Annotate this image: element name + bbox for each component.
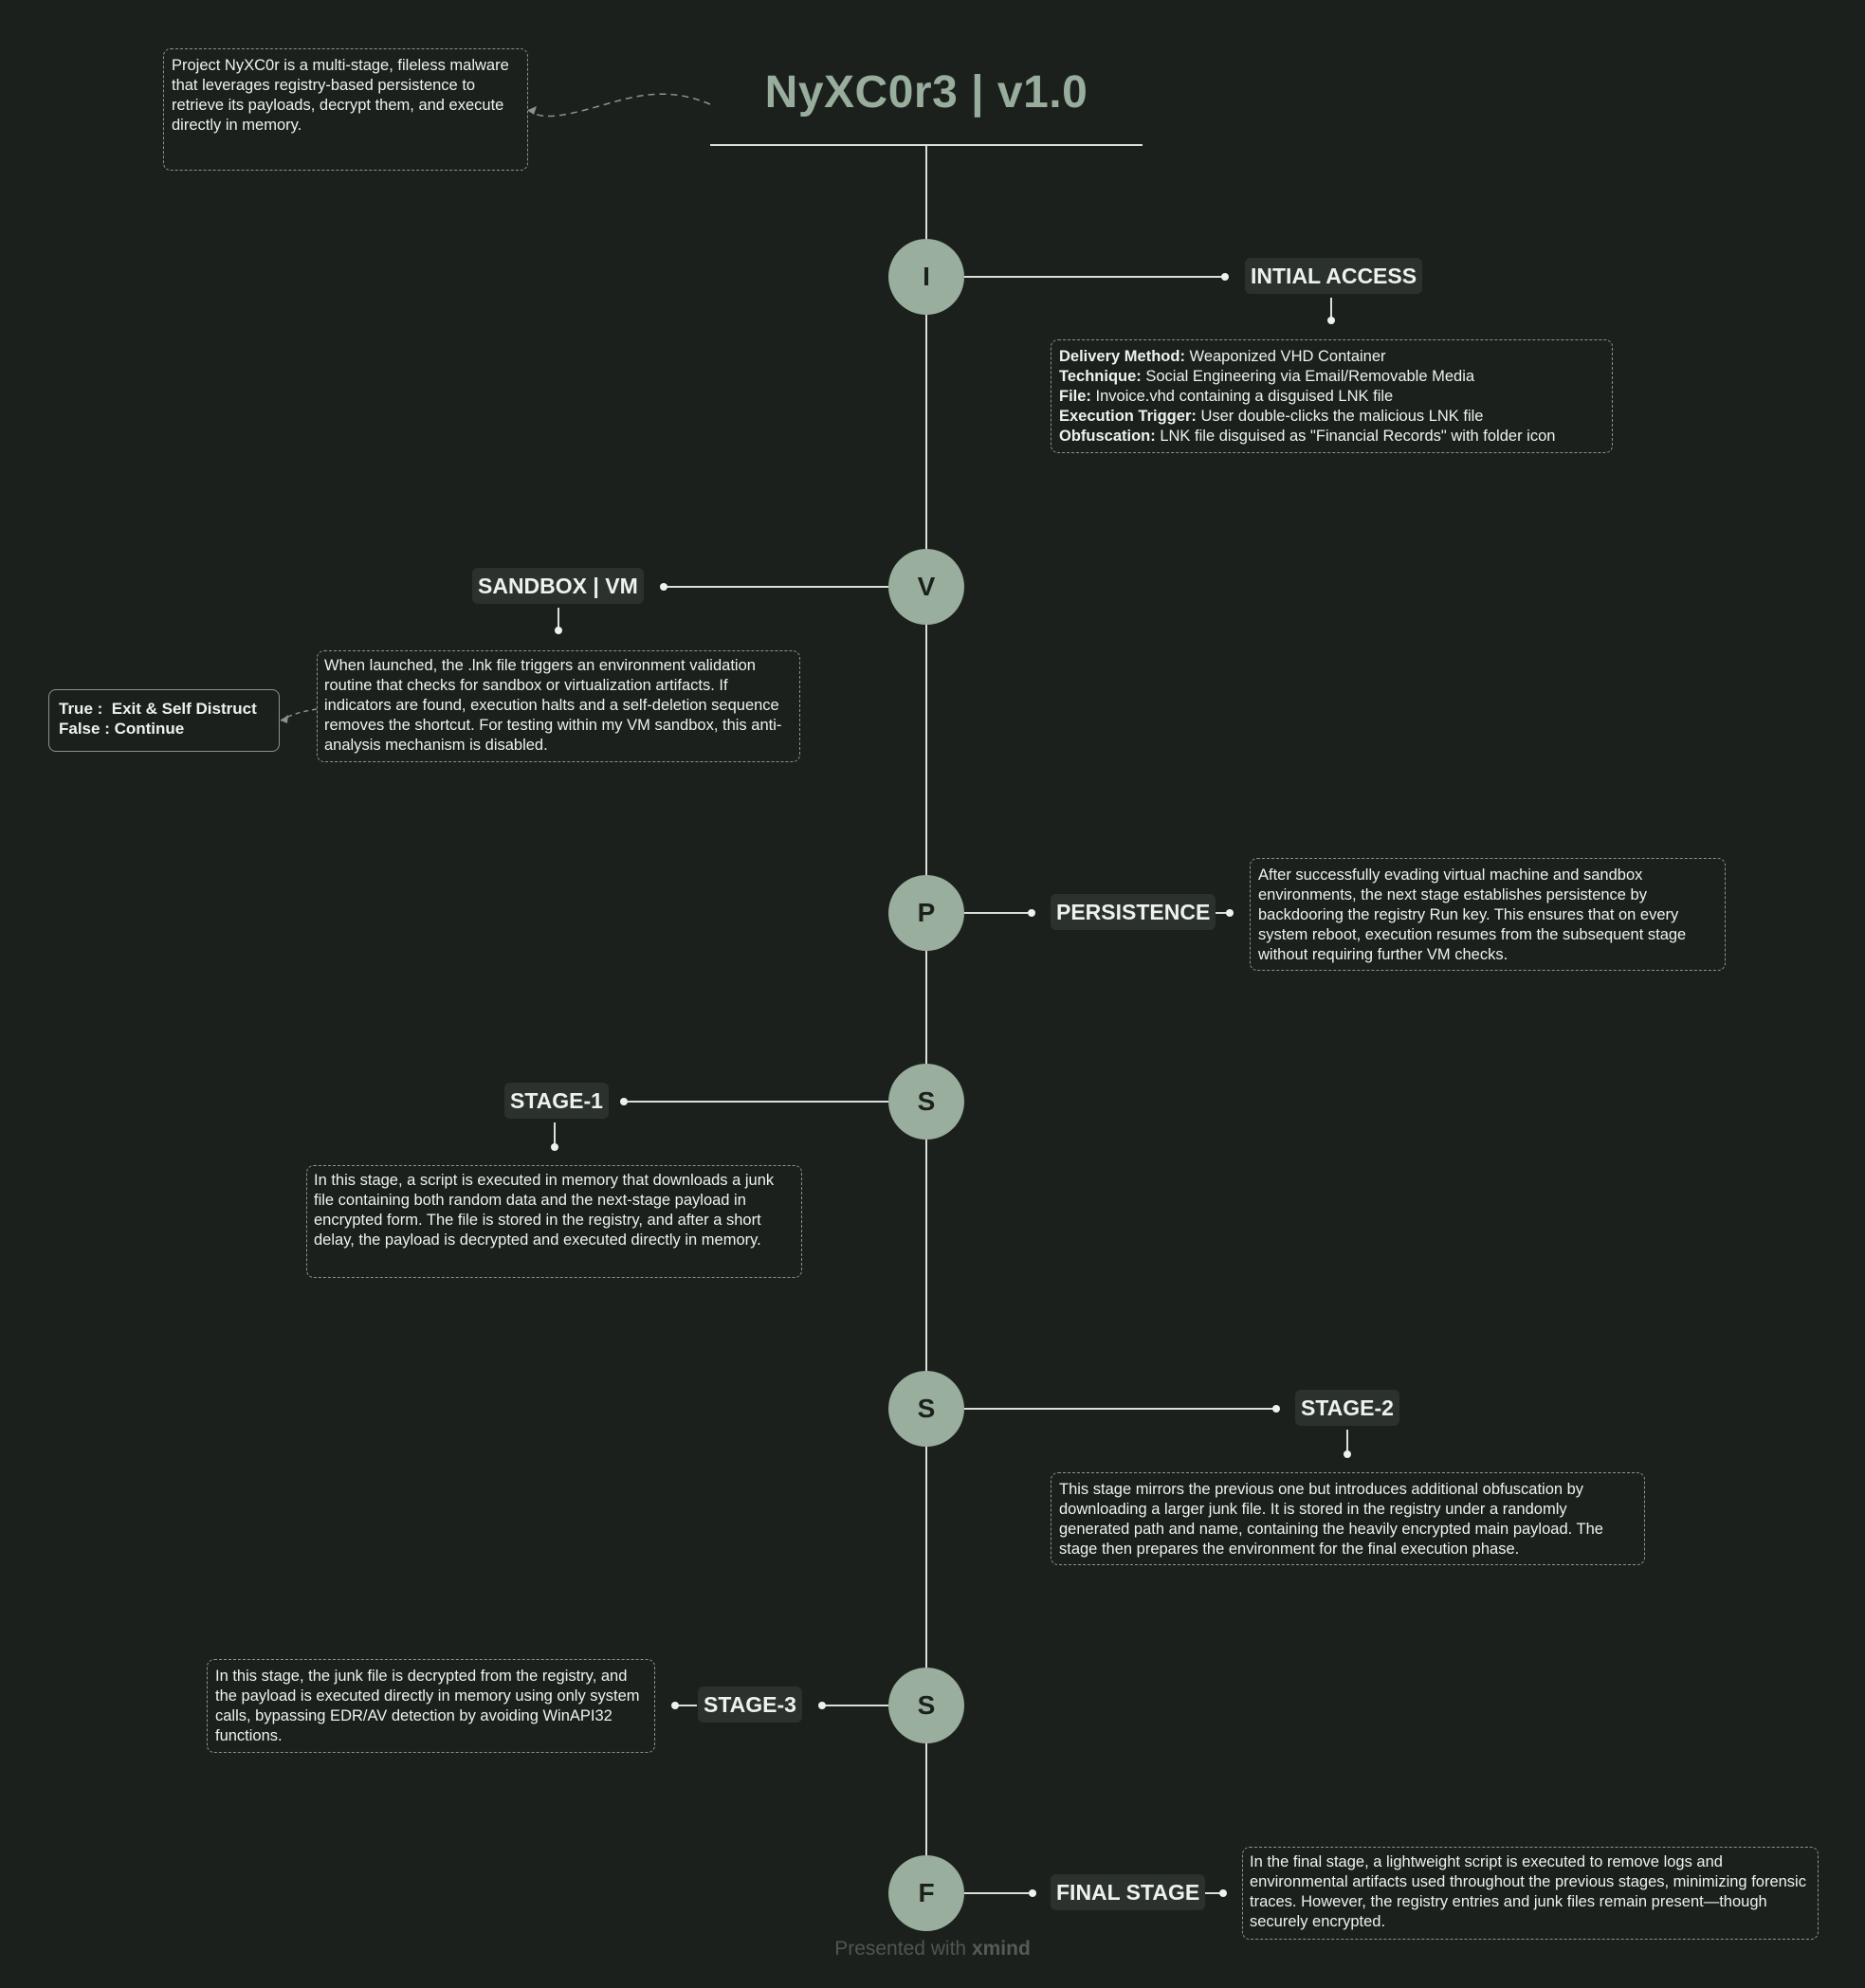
stage-2-details: This stage mirrors the previous one but … (1051, 1472, 1645, 1565)
sandbox-details: When launched, the .lnk file triggers an… (317, 650, 800, 762)
node-persistence[interactable]: P (888, 875, 964, 951)
topic-stage-2[interactable]: STAGE-2 (1295, 1390, 1399, 1426)
topic-initial-access[interactable]: INTIAL ACCESS (1245, 258, 1423, 294)
stage-1-details: In this stage, a script is executed in m… (306, 1165, 802, 1278)
footer-prefix: Presented with (834, 1938, 972, 1960)
node-stage-2[interactable]: S (888, 1371, 964, 1447)
node-sandbox-vm[interactable]: V (888, 549, 964, 625)
intro-note: Project NyXC0r is a multi-stage, fileles… (163, 48, 528, 171)
stage-3-details: In this stage, the junk file is decrypte… (207, 1659, 655, 1753)
node-final-stage[interactable]: F (888, 1855, 964, 1931)
persistence-text: After successfully evading virtual machi… (1258, 866, 1687, 963)
final-stage-text: In the final stage, a lightweight script… (1250, 1853, 1806, 1930)
topic-sandbox-vm[interactable]: SANDBOX | VM (472, 568, 644, 604)
detail-line: Technique: Social Engineering via Email/… (1059, 368, 1475, 385)
topic-stage-3[interactable]: STAGE-3 (698, 1687, 802, 1723)
detail-line: Delivery Method: Weaponized VHD Containe… (1059, 348, 1386, 365)
node-letter: S (917, 1394, 936, 1423)
topic-persistence[interactable]: PERSISTENCE (1051, 894, 1216, 930)
diagram-title: NyXC0r3 | v1.0 (764, 67, 1088, 118)
sandbox-result-box: True : Exit & Self Distruct False : Cont… (48, 689, 280, 752)
stage-1-text: In this stage, a script is executed in m… (314, 1172, 775, 1249)
sandbox-text: When launched, the .lnk file triggers an… (324, 657, 782, 754)
detail-line: File: Invoice.vhd containing a disguised… (1059, 388, 1394, 405)
node-letter: I (923, 262, 930, 291)
intro-text: Project NyXC0r is a multi-stage, fileles… (172, 57, 509, 134)
topic-final-stage[interactable]: FINAL STAGE (1051, 1874, 1206, 1910)
persistence-details: After successfully evading virtual machi… (1250, 858, 1726, 971)
initial-access-details: Delivery Method: Weaponized VHD Containe… (1051, 339, 1613, 453)
node-letter: S (917, 1086, 936, 1116)
result-false: False : Continue (59, 720, 185, 738)
topic-stage-1[interactable]: STAGE-1 (504, 1083, 609, 1119)
node-stage-1[interactable]: S (888, 1064, 964, 1140)
result-true: True : Exit & Self Distruct (59, 700, 257, 718)
footer-credit: Presented with xmind (0, 1938, 1865, 1961)
stage-3-text: In this stage, the junk file is decrypte… (215, 1668, 640, 1744)
node-letter: F (918, 1878, 935, 1907)
node-stage-3[interactable]: S (888, 1668, 964, 1743)
node-initial-access[interactable]: I (888, 239, 964, 315)
node-letter: S (917, 1690, 936, 1720)
footer-brand[interactable]: xmind (971, 1938, 1031, 1960)
final-stage-details: In the final stage, a lightweight script… (1242, 1847, 1819, 1940)
stage-2-text: This stage mirrors the previous one but … (1059, 1481, 1603, 1558)
detail-line: Obfuscation: LNK file disguised as "Fina… (1059, 428, 1556, 445)
node-letter: V (917, 572, 936, 601)
node-letter: P (917, 898, 936, 927)
detail-line: Execution Trigger: User double-clicks th… (1059, 408, 1484, 425)
